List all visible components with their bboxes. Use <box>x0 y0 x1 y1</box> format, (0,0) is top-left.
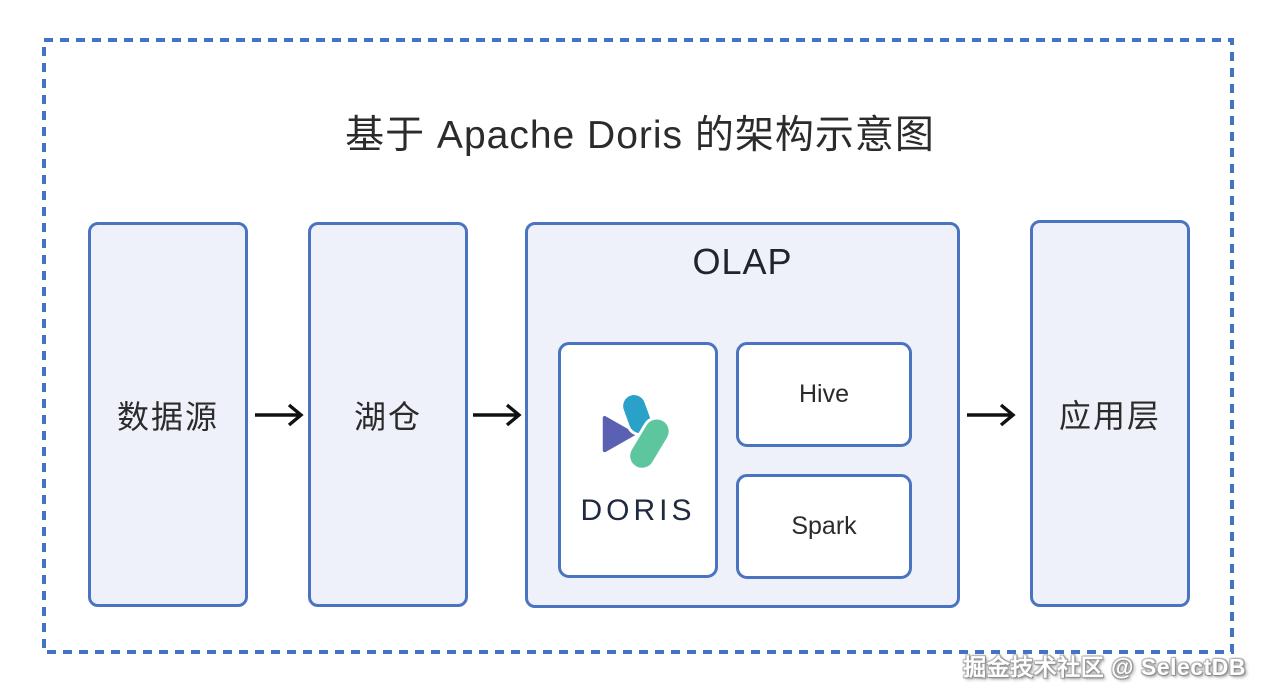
right-arrow-icon <box>255 403 304 427</box>
node-application: 应用层 <box>1030 220 1190 607</box>
hive-label: Hive <box>798 380 849 408</box>
watermark: 掘金技术社区 @ SelectDB <box>963 654 1246 680</box>
node-application-label: 应用层 <box>1058 397 1161 434</box>
olap-container: OLAP DORIS Hive Spark <box>525 222 960 608</box>
spark-label: Spark <box>791 512 857 540</box>
hive-card: Hive <box>736 342 912 447</box>
node-lakehouse-label: 湖仓 <box>353 398 422 435</box>
diagram-title: 基于 Apache Doris 的架构示意图 <box>345 114 935 157</box>
node-datasource-label: 数据源 <box>116 398 219 435</box>
node-lakehouse: 湖仓 <box>308 222 468 607</box>
right-arrow-icon <box>967 403 1016 427</box>
node-datasource: 数据源 <box>88 222 248 607</box>
doris-wordmark: DORIS <box>580 494 696 527</box>
doris-card: DORIS <box>558 342 718 578</box>
right-arrow-icon <box>473 403 522 427</box>
olap-title: OLAP <box>692 241 793 282</box>
doris-logo-icon <box>602 392 672 471</box>
dashed-frame-border <box>42 38 1234 654</box>
spark-card: Spark <box>736 474 912 579</box>
